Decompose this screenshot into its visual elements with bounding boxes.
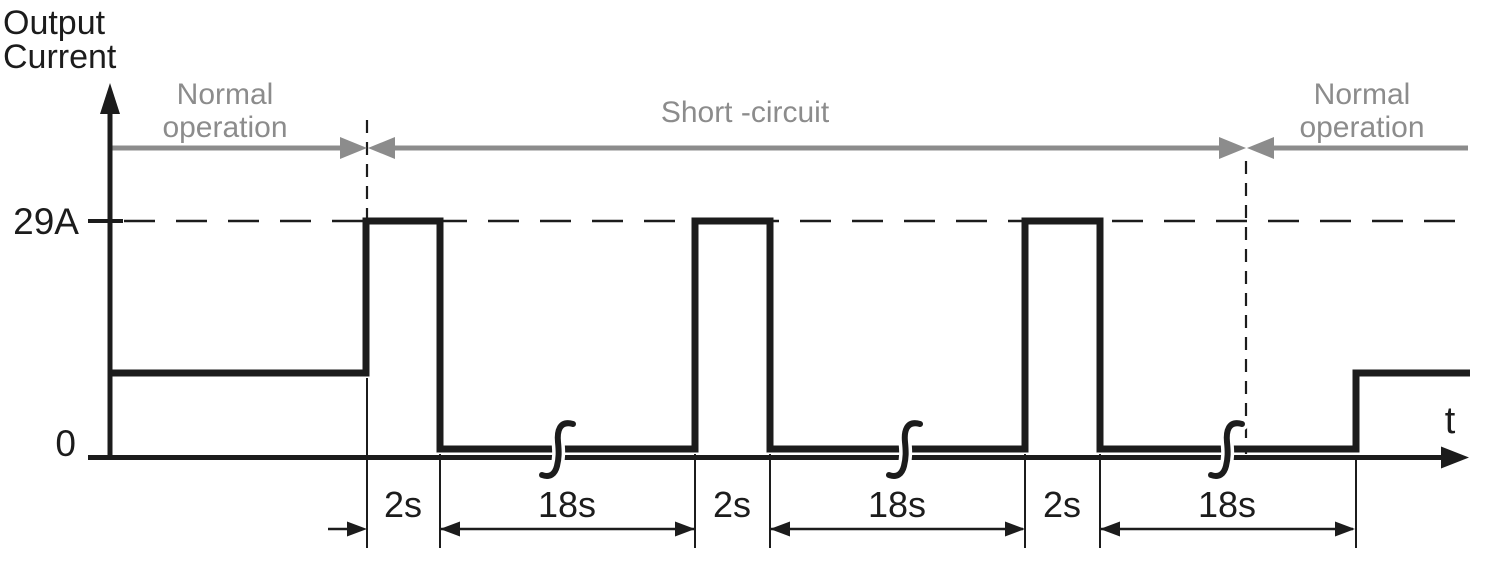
duration-label: 2s (384, 484, 422, 525)
arrow-left-icon (1247, 137, 1274, 159)
arrow-right-icon (675, 521, 695, 537)
arrow-left-icon (770, 521, 790, 537)
y-tick-label-zero: 0 (55, 423, 76, 464)
y-axis (88, 83, 123, 460)
arrow-right-icon (347, 521, 367, 537)
arrow-right-icon (1441, 446, 1469, 469)
time-break-icon (1204, 416, 1249, 483)
time-break-mark (886, 420, 923, 479)
duration-label: 18s (1198, 484, 1256, 525)
arrow-right-icon (1335, 521, 1355, 537)
x-axis-label-t: t (1445, 400, 1456, 442)
duration-label: 2s (713, 484, 751, 525)
dimension-18s-2 (770, 521, 1025, 537)
time-break-mark (539, 420, 576, 479)
duration-label: 2s (1043, 484, 1081, 525)
time-break-mark (1208, 420, 1245, 479)
time-break-icon (882, 416, 927, 483)
dimension-2s-1 (328, 521, 367, 537)
phase-arrow-normal-left (110, 137, 367, 159)
arrow-left-icon (440, 521, 460, 537)
duration-label: 18s (868, 484, 926, 525)
waveform-trace (110, 217, 1470, 453)
phase-label-normal-right-line2: operation (1299, 111, 1424, 144)
time-break-icon (535, 416, 580, 483)
dimension-18s-1 (440, 521, 695, 537)
duration-label: 18s (538, 484, 596, 525)
dimension-18s-3 (1100, 521, 1355, 537)
x-axis (88, 446, 1469, 469)
phase-arrow-short-circuit (368, 137, 1246, 159)
arrow-right-icon (1005, 521, 1025, 537)
phase-label-normal-right-line1: Normal (1314, 78, 1411, 111)
arrow-up-icon (100, 83, 120, 114)
arrow-left-icon (368, 137, 395, 159)
y-tick-label-29a: 29A (13, 201, 79, 242)
y-axis-title-line2: Current (3, 38, 117, 76)
arrow-right-icon (340, 137, 367, 159)
y-axis-title-line1: Output (3, 4, 106, 42)
phase-label-normal-left-line1: Normal (177, 78, 274, 111)
arrow-right-icon (1219, 137, 1246, 159)
phase-label-short-circuit: Short -circuit (661, 96, 830, 129)
arrow-left-icon (1100, 521, 1120, 537)
phase-arrow-normal-right (1247, 137, 1468, 159)
phase-label-normal-left-line2: operation (162, 111, 287, 144)
